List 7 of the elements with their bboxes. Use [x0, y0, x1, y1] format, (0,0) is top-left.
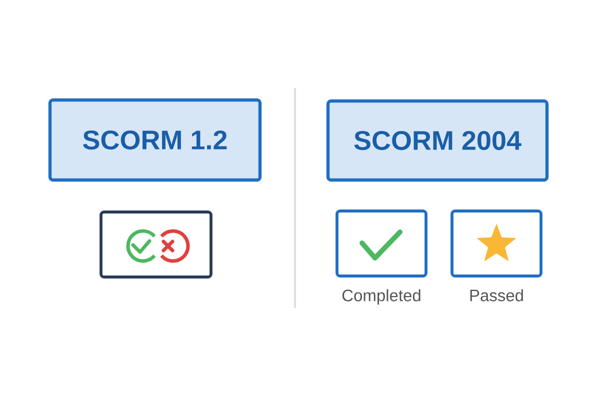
version-box: SCORM 2004 [326, 99, 549, 182]
node-label: Completed [342, 289, 420, 305]
status-box [100, 210, 212, 278]
status-box [336, 210, 428, 278]
node-label: Passed [470, 289, 523, 302]
status-box [450, 210, 542, 278]
version-box: SCORM 1.2 [48, 98, 262, 182]
